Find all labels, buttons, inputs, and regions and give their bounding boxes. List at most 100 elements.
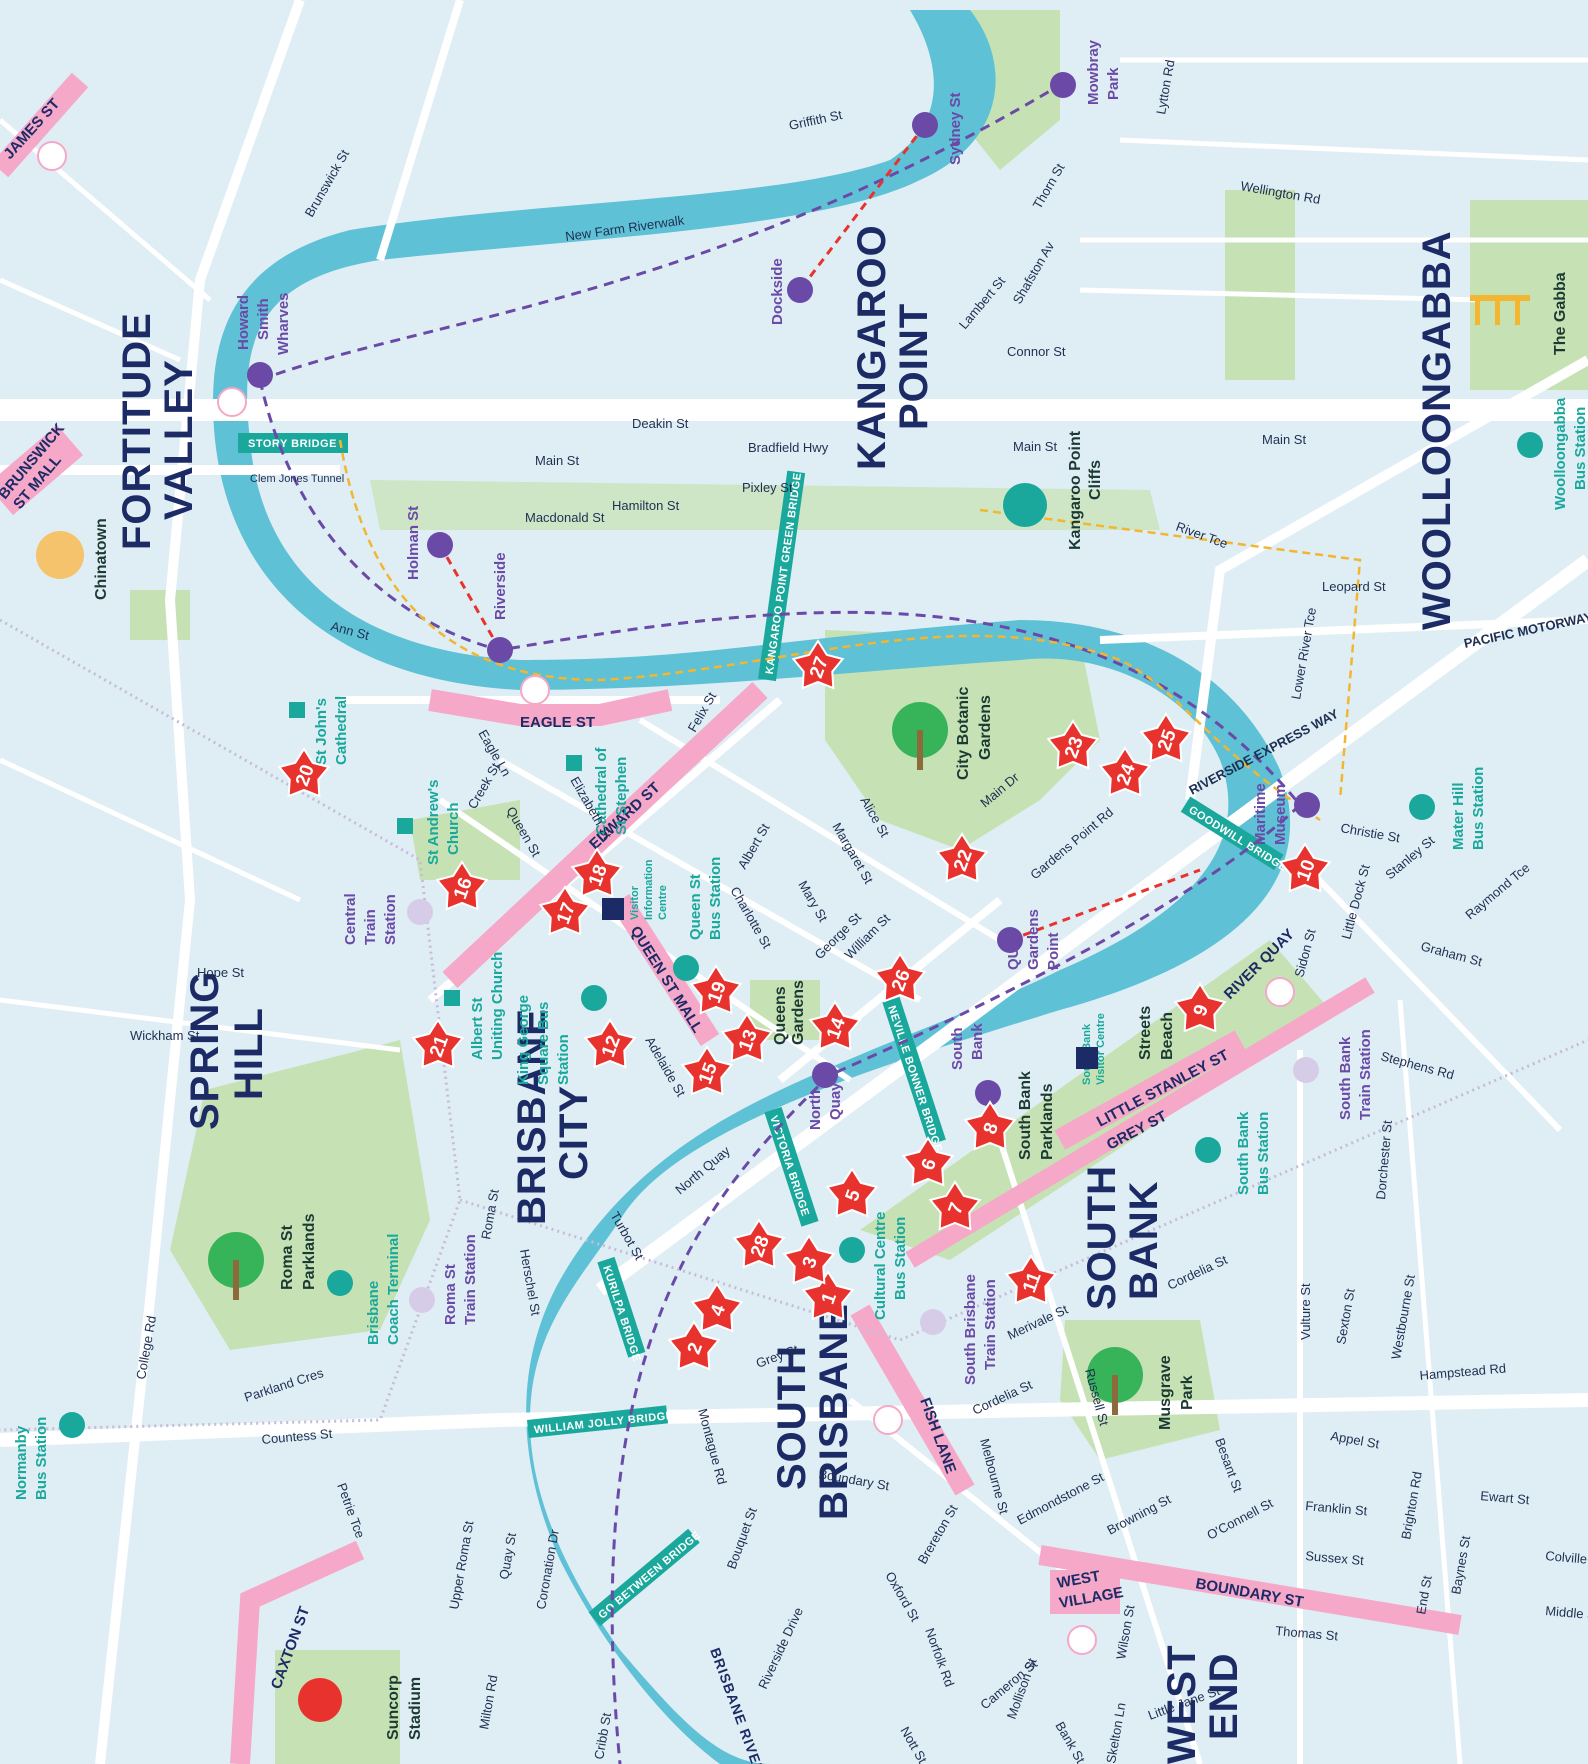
attraction-star-25[interactable]: 25 bbox=[1139, 712, 1193, 763]
attraction-star-1[interactable]: 1 bbox=[801, 1270, 855, 1321]
kp-green-bridge-bar bbox=[758, 470, 806, 682]
bus-icon[interactable] bbox=[839, 1237, 865, 1263]
attraction-star-26[interactable]: 26 bbox=[873, 952, 927, 1003]
attraction-star-27[interactable]: 27 bbox=[791, 639, 845, 690]
fish-lane-bar bbox=[850, 1304, 975, 1496]
star-icon bbox=[1098, 746, 1152, 797]
maritime-label-2: Museum bbox=[1272, 784, 1289, 845]
attraction-star-24[interactable]: 24 bbox=[1098, 746, 1152, 797]
streets-beach-label-1: Streets bbox=[1137, 1006, 1154, 1060]
ferry-icon[interactable] bbox=[997, 927, 1023, 953]
star-icon bbox=[873, 952, 927, 1003]
bus-icon[interactable] bbox=[673, 955, 699, 981]
attraction-star-19[interactable]: 19 bbox=[689, 964, 743, 1015]
cross-river-ferry-line bbox=[1009, 868, 1201, 942]
ferry-icon[interactable] bbox=[247, 362, 273, 388]
attraction-star-9[interactable]: 9 bbox=[1173, 982, 1227, 1033]
musgrave-park-label-1: Musgrave bbox=[1157, 1355, 1174, 1430]
ferry-icon[interactable] bbox=[787, 277, 813, 303]
attraction-star-12[interactable]: 12 bbox=[583, 1018, 637, 1069]
bus-icon[interactable] bbox=[327, 1270, 353, 1296]
info-icon[interactable] bbox=[602, 898, 624, 920]
bus-station-icons bbox=[59, 432, 1543, 1438]
star-icon bbox=[538, 885, 592, 936]
train-icon[interactable] bbox=[920, 1309, 946, 1335]
south-brisbane-label-2: BRISBANE bbox=[812, 1303, 856, 1520]
king-george-label-2: Square Bus bbox=[535, 1002, 552, 1085]
st-andrews-label-2: Church bbox=[445, 803, 462, 856]
brisbane-coach-label-1: Brisbane bbox=[365, 1281, 382, 1345]
church-icon bbox=[444, 990, 460, 1006]
attraction-star-13[interactable]: 13 bbox=[720, 1012, 774, 1063]
roma-st-parklands-label-1: Roma St bbox=[279, 1224, 296, 1290]
attraction-star-23[interactable]: 23 bbox=[1046, 719, 1100, 770]
train-icon[interactable] bbox=[409, 1287, 435, 1313]
sydney-st-ferry-label: Sydney St bbox=[947, 92, 964, 165]
attraction-star-2[interactable]: 2 bbox=[667, 1320, 721, 1371]
central-station-label-1: Central bbox=[342, 893, 359, 945]
attraction-star-3[interactable]: 3 bbox=[782, 1234, 836, 1285]
street-label: Thomas St bbox=[1275, 1623, 1339, 1643]
street-label: Countess St bbox=[261, 1426, 333, 1447]
church-labels: St John's Cathedral Cathedral of St Step… bbox=[313, 696, 630, 1060]
ferry-icon[interactable] bbox=[1050, 72, 1076, 98]
bus-icon[interactable] bbox=[1195, 1137, 1221, 1163]
queens-gardens-label-2: Gardens bbox=[790, 980, 807, 1045]
attraction-star-6[interactable]: 6 bbox=[901, 1136, 955, 1187]
attraction-star-14[interactable]: 14 bbox=[808, 1000, 862, 1051]
bus-icon[interactable] bbox=[59, 1412, 85, 1438]
attraction-star-20[interactable]: 20 bbox=[277, 747, 331, 798]
attraction-star-15[interactable]: 15 bbox=[680, 1045, 734, 1096]
attraction-star-7[interactable]: 7 bbox=[928, 1180, 982, 1231]
road-line bbox=[95, 0, 305, 1764]
road-line bbox=[0, 277, 182, 363]
cross-river-ferry-line bbox=[438, 544, 502, 651]
bus-icon[interactable] bbox=[1409, 794, 1435, 820]
woolloongabba-label: WOOLLOONGABBA bbox=[1415, 230, 1459, 630]
attraction-star-16[interactable]: 16 bbox=[435, 860, 489, 911]
dining-icon[interactable] bbox=[1067, 1625, 1097, 1655]
dining-icon[interactable] bbox=[520, 675, 550, 705]
info-icon[interactable] bbox=[1076, 1047, 1098, 1069]
attraction-star-5[interactable]: 5 bbox=[825, 1167, 879, 1218]
road-line bbox=[376, 0, 464, 262]
attraction-star-11[interactable]: 11 bbox=[1004, 1254, 1058, 1305]
attraction-star-17[interactable]: 17 bbox=[538, 885, 592, 936]
attraction-star-28[interactable]: 28 bbox=[732, 1218, 786, 1269]
attraction-star-8[interactable]: 8 bbox=[963, 1100, 1017, 1151]
boundary-st-mall-bar bbox=[1038, 1545, 1462, 1635]
south-brisbane-label-1: SOUTH bbox=[770, 1345, 814, 1490]
dining-icon[interactable] bbox=[873, 1405, 903, 1435]
attraction-star-4[interactable]: 4 bbox=[690, 1282, 744, 1333]
dining-icon[interactable] bbox=[37, 141, 67, 171]
train-icon[interactable] bbox=[1293, 1057, 1319, 1083]
train-icon[interactable] bbox=[407, 899, 433, 925]
dining-icon[interactable] bbox=[217, 387, 247, 417]
queens-gardens-label-1: Queens bbox=[772, 986, 789, 1045]
roma-st-train-label-1: Roma St bbox=[442, 1264, 459, 1325]
ferry-icon[interactable] bbox=[1294, 792, 1320, 818]
james-st-bar bbox=[0, 72, 89, 178]
south-bank-ferry-label-1: South bbox=[949, 1028, 966, 1071]
normanby-label-1: Normanby bbox=[13, 1425, 30, 1500]
bus-icon[interactable] bbox=[1517, 432, 1543, 458]
brisbane-coach-label-2: Coach Terminal bbox=[385, 1234, 402, 1345]
kangaroo-point-cliffs-area bbox=[370, 480, 1160, 530]
ferry-icon[interactable] bbox=[812, 1062, 838, 1088]
dining-icon[interactable] bbox=[1265, 977, 1295, 1007]
street-label: Main St bbox=[1013, 439, 1057, 454]
attraction-star-21[interactable]: 21 bbox=[411, 1018, 465, 1069]
st-andrews-label-1: St Andrew's bbox=[425, 779, 442, 865]
ferry-icon[interactable] bbox=[427, 532, 453, 558]
ferry-icon[interactable] bbox=[975, 1080, 1001, 1106]
attraction-star-22[interactable]: 22 bbox=[935, 832, 989, 883]
attraction-star-10[interactable]: 10 bbox=[1278, 842, 1332, 893]
howard-smith-label-1: Howard bbox=[235, 295, 252, 350]
chinatown-park-area bbox=[130, 590, 190, 640]
ferry-icon[interactable] bbox=[912, 112, 938, 138]
holman-st-ferry-label: Holman St bbox=[405, 506, 422, 580]
ferry-icon[interactable] bbox=[487, 637, 513, 663]
bus-icon[interactable] bbox=[581, 985, 607, 1011]
attraction-star-18[interactable]: 18 bbox=[570, 847, 624, 898]
